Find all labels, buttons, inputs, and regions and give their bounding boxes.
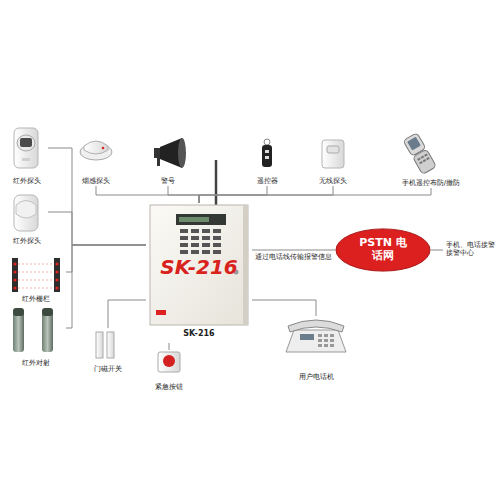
device-label: 用户电话机 xyxy=(299,373,334,382)
infrared-beam: 红外对射 xyxy=(6,306,66,368)
device-label: 无线探头 xyxy=(319,177,347,186)
mobile-phone: 手机遥控布防/撤防 xyxy=(396,132,466,188)
infrared-fence-icon xyxy=(12,258,60,292)
wire-connector xyxy=(252,300,316,316)
infrared-fence: 红外栅栏 xyxy=(6,256,66,304)
wire-connector xyxy=(66,245,146,328)
wire-connector xyxy=(48,148,146,245)
remote-control-icon xyxy=(262,139,272,167)
pir-detector-icon xyxy=(14,128,38,168)
wire-connector xyxy=(199,188,431,203)
wireless-detector-icon xyxy=(322,140,344,168)
wire-connector xyxy=(169,343,170,350)
infrared-beam-icon xyxy=(13,308,53,352)
wire-connector xyxy=(96,186,199,203)
device-label: 红外栅栏 xyxy=(22,295,50,304)
remote-control: 遥控器 xyxy=(250,134,284,186)
pir-detector: 红外探头 xyxy=(6,126,48,186)
wire-connector xyxy=(108,300,146,328)
siren-icon xyxy=(154,138,186,168)
door-contact: 门磁开关 xyxy=(88,328,128,374)
wire-connector xyxy=(66,245,146,272)
wire-connector xyxy=(48,212,146,245)
smoke-detector: 烟感探头 xyxy=(76,134,116,186)
desk-phone: 用户电话机 xyxy=(276,316,356,382)
pir-detector: 红外探头 xyxy=(6,192,48,246)
pir-detector-icon xyxy=(14,195,38,231)
device-label: 烟感探头 xyxy=(82,177,110,186)
smoke-detector-icon xyxy=(80,141,112,160)
receiving-centre-label: 手机、电话接警 接警中心 xyxy=(446,241,496,258)
device-label: 紧急按钮 xyxy=(155,383,183,392)
wire-connector xyxy=(252,250,335,251)
device-label: 红外探头 xyxy=(13,177,41,186)
alarm-control-panel: SK-216SK-216 xyxy=(146,203,252,343)
device-label: 门磁开关 xyxy=(94,365,122,374)
door-contact-icon xyxy=(96,332,114,358)
mobile-phone-icon xyxy=(403,133,436,175)
leader-line xyxy=(431,250,443,251)
model-label: SK-216 xyxy=(146,329,252,339)
siren: 警号 xyxy=(150,134,186,186)
device-label: 红外探头 xyxy=(13,237,41,246)
pstn-network: PSTN 电话网 xyxy=(335,228,431,272)
device-label: 手机遥控布防/撤防 xyxy=(402,179,460,188)
device-label: SK-216 xyxy=(146,257,252,277)
device-label: 红外对射 xyxy=(22,359,50,368)
device-label: 遥控器 xyxy=(257,177,278,186)
device-label: 警号 xyxy=(161,177,175,186)
connector-label: 通过电话线传输报警信息 xyxy=(255,253,332,261)
antenna xyxy=(215,160,218,205)
wireless-detector: 无线探头 xyxy=(313,134,353,186)
emergency-button-icon xyxy=(158,352,180,372)
emergency-button: 紧急按钮 xyxy=(150,350,188,392)
device-label: PSTN 电话网 xyxy=(355,237,411,262)
desk-phone-icon xyxy=(286,320,346,352)
wire-connector xyxy=(168,186,199,203)
